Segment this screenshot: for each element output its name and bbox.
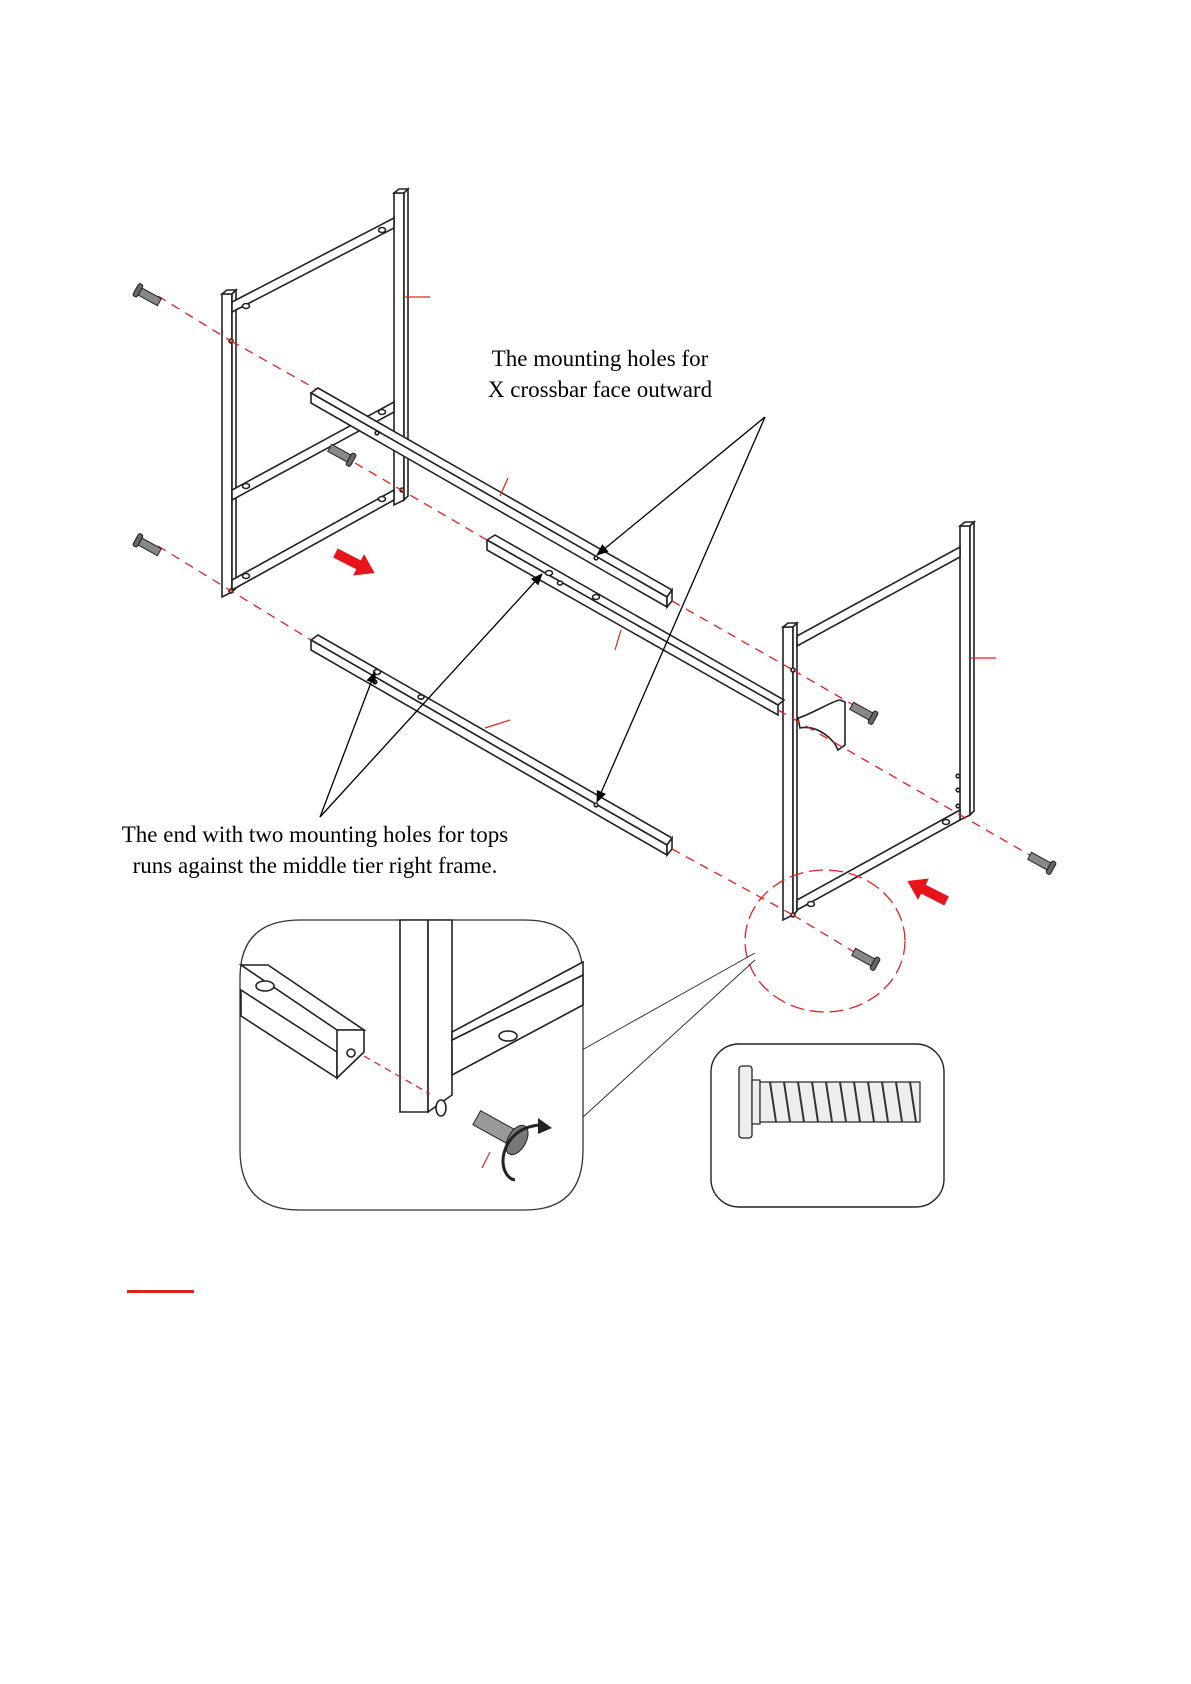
red-arrow-icon — [330, 542, 380, 583]
hex-socket-bolt-icon — [132, 533, 162, 558]
hex-socket-bolt-icon — [132, 283, 162, 308]
tops-note-line2: runs against the middle tier right frame… — [105, 850, 525, 881]
tops-holes-note: The end with two mounting holes for tops… — [105, 819, 525, 881]
crossbar-holes-note: The mounting holes for X crossbar face o… — [400, 343, 800, 405]
crossbar-note-line1: The mounting holes for — [400, 343, 800, 374]
hex-socket-bolt-icon — [850, 946, 880, 971]
detail-panel-inset — [240, 920, 583, 1210]
red-note-line — [127, 1290, 194, 1293]
annotation-pointers — [320, 417, 765, 817]
crossbar-note-line2: X crossbar face outward — [400, 374, 800, 405]
hex-socket-bolt-icon — [326, 442, 356, 467]
tops-note-line1: The end with two mounting holes for tops — [105, 819, 525, 850]
hex-socket-bolt-icon — [1026, 850, 1056, 875]
upper-back-crossbar — [311, 388, 672, 607]
hex-socket-bolt-icon — [848, 700, 878, 725]
red-arrow-icon — [902, 870, 952, 911]
bolt-closeup-box — [711, 1044, 944, 1207]
